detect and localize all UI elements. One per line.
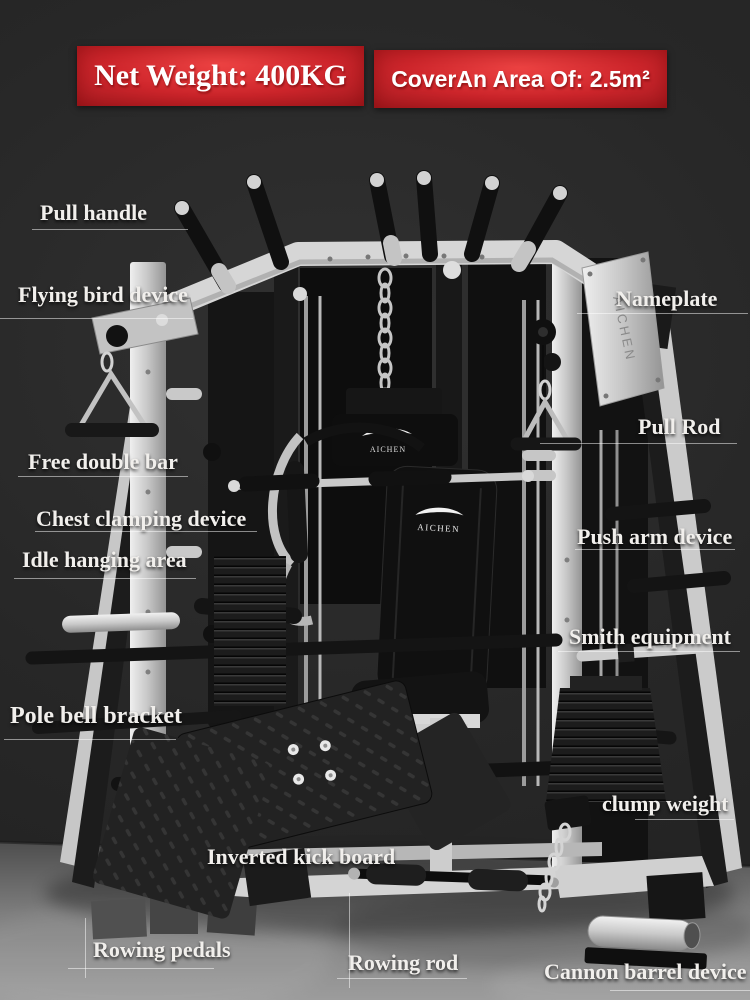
coverage-area-text: CoverAn Area Of: 2.5m² <box>391 65 650 92</box>
label-rowing-rod: Rowing rod <box>348 950 459 975</box>
coverage-area-banner: CoverAn Area Of: 2.5m² <box>374 50 667 108</box>
label-underline <box>558 651 740 652</box>
label-underline <box>0 318 193 319</box>
label-rowing-pedals: Rowing pedals <box>93 937 231 962</box>
label-leader-line <box>349 893 350 988</box>
pad-brand-text: AICHEN <box>370 445 406 454</box>
weight-stacks <box>214 556 666 802</box>
brand-logo-swoosh <box>415 507 464 516</box>
label-underline <box>32 229 188 230</box>
label-underline <box>35 531 257 532</box>
net-weight-text: Net Weight: 400KG <box>94 59 347 92</box>
label-chest-clamping-device: Chest clamping device <box>36 506 247 531</box>
label-underline <box>575 549 735 550</box>
label-underline <box>610 990 750 991</box>
label-free-double-bar: Free double bar <box>28 449 178 474</box>
rowing-rod-art <box>348 863 559 892</box>
label-underline <box>635 819 734 820</box>
label-underline <box>577 313 748 314</box>
label-underline <box>14 578 196 579</box>
flying-bird-device-art <box>65 297 221 643</box>
label-pole-bell-bracket: Pole bell bracket <box>10 703 182 729</box>
label-nameplate: Nameplate <box>616 286 718 311</box>
label-underline <box>4 739 176 740</box>
label-flying-bird-device: Flying bird device <box>18 282 188 307</box>
label-pull-rod: Pull Rod <box>638 414 721 439</box>
label-underline <box>337 978 467 979</box>
label-cannon-barrel-device: Cannon barrel device <box>544 959 747 984</box>
label-leader-line <box>85 918 86 978</box>
label-underline <box>68 968 214 969</box>
label-underline <box>18 476 188 477</box>
pull-handles <box>174 170 568 294</box>
label-idle-hanging-area: Idle hanging area <box>22 547 187 572</box>
label-pull-handle: Pull handle <box>40 200 147 225</box>
net-weight-banner: Net Weight: 400KG <box>77 46 364 106</box>
kick-boards <box>92 680 511 919</box>
bench-brand-text: AICHEN <box>417 522 460 534</box>
free-double-bar-art <box>228 469 534 492</box>
label-push-arm-device: Push arm device <box>577 524 733 549</box>
bottom-chain <box>537 795 592 913</box>
label-clump-weight: clump weight <box>602 791 729 816</box>
label-underline <box>540 443 737 444</box>
label-smith-equipment: Smith equipment <box>569 624 731 649</box>
cannon-barrel-art <box>584 915 707 970</box>
label-inverted-kick-board: Inverted kick board <box>207 844 396 869</box>
